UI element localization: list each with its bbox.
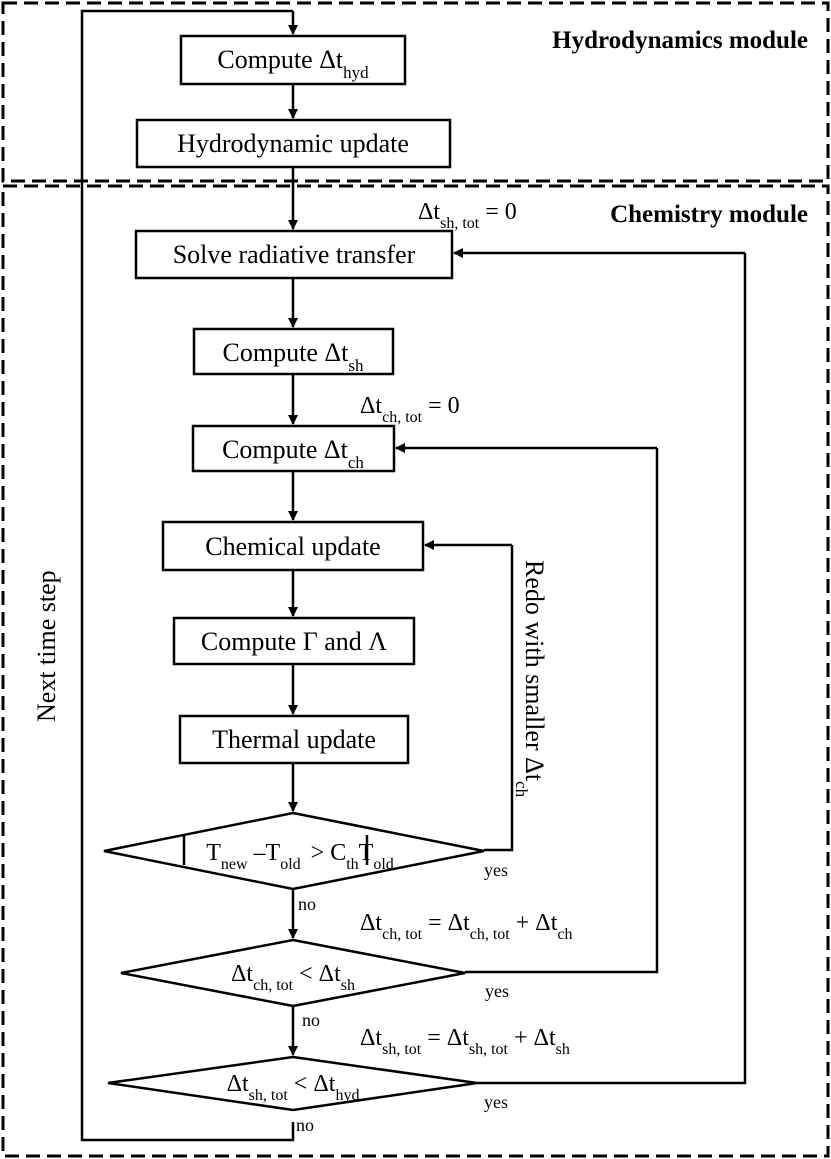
svg-text:Tnew –Told > CthTold: Tnew –Told > CthTold xyxy=(206,840,394,873)
loop-next-time-step xyxy=(80,9,295,1142)
loop-redo-line xyxy=(484,545,514,852)
loop-ch-tot-line xyxy=(465,448,659,974)
sh-tot-update-annotation: Δtsh, tot = Δtsh, tot + Δtsh xyxy=(360,1025,570,1058)
sh-tot-check-diamond: Δtsh, tot < Δthyd xyxy=(107,1055,478,1112)
sh-tot-init-annotation: Δtsh, tot = 0 xyxy=(418,199,517,232)
svg-text:Δtch, tot < Δtsh: Δtch, tot < Δtsh xyxy=(231,961,355,994)
hydrodynamics-module-label: Hydrodynamics module xyxy=(552,27,808,54)
svg-text:Solve radiative transfer: Solve radiative transfer xyxy=(173,240,416,269)
no-label-ch-tot-check: no xyxy=(302,1010,320,1030)
svg-text:Compute Δthyd: Compute Δthyd xyxy=(217,45,369,82)
temperature-check-diamond: Tnew –Told > CthTold xyxy=(103,811,485,891)
next-time-step-label: Next time step xyxy=(32,570,61,722)
hydrodynamics-module-frame xyxy=(1,1,830,183)
chemistry-module-frame xyxy=(1,184,830,1158)
thermal-update-box: Thermal update xyxy=(178,714,410,765)
yes-label-sh-tot-check: yes xyxy=(484,1092,508,1112)
svg-text:Compute Δtch: Compute Δtch xyxy=(222,435,364,472)
compute-gamma-lambda-box: Compute Γ and Λ xyxy=(172,616,416,666)
yes-label-ch-tot-check: yes xyxy=(485,981,509,1001)
svg-text:Compute Δtsh: Compute Δtsh xyxy=(223,338,364,375)
yes-label-temp-check: yes xyxy=(484,860,508,880)
chemistry-module-label: Chemistry module xyxy=(610,201,808,228)
loop-sh-tot-line xyxy=(477,253,747,1085)
svg-text:Chemical update: Chemical update xyxy=(205,532,380,561)
svg-text:Hydrodynamic update: Hydrodynamic update xyxy=(177,129,409,158)
compute-dt-sh-box: Compute Δtsh xyxy=(192,327,395,376)
compute-dt-ch-box: Compute Δtch xyxy=(191,424,396,473)
redo-smaller-dt-ch-label: Redo with smaller Δtch xyxy=(513,560,550,798)
ch-tot-check-diamond: Δtch, tot < Δtsh xyxy=(120,938,466,1008)
solve-radiative-transfer-box: Solve radiative transfer xyxy=(134,229,454,280)
no-label-temp-check: no xyxy=(298,894,316,914)
hydrodynamic-update-box: Hydrodynamic update xyxy=(135,118,452,169)
compute-dt-hyd-box: Compute Δthyd xyxy=(179,34,407,86)
svg-text:Δtsh, tot < Δthyd: Δtsh, tot < Δthyd xyxy=(227,1071,360,1104)
no-label-sh-tot-check: no xyxy=(296,1115,314,1135)
svg-text:Thermal update: Thermal update xyxy=(212,725,376,754)
ch-tot-update-annotation: Δtch, tot = Δtch, tot + Δtch xyxy=(360,910,573,943)
chemical-update-box: Chemical update xyxy=(161,520,425,572)
ch-tot-init-annotation: Δtch, tot = 0 xyxy=(360,393,460,426)
svg-text:Compute Γ and Λ: Compute Γ and Λ xyxy=(201,627,387,656)
